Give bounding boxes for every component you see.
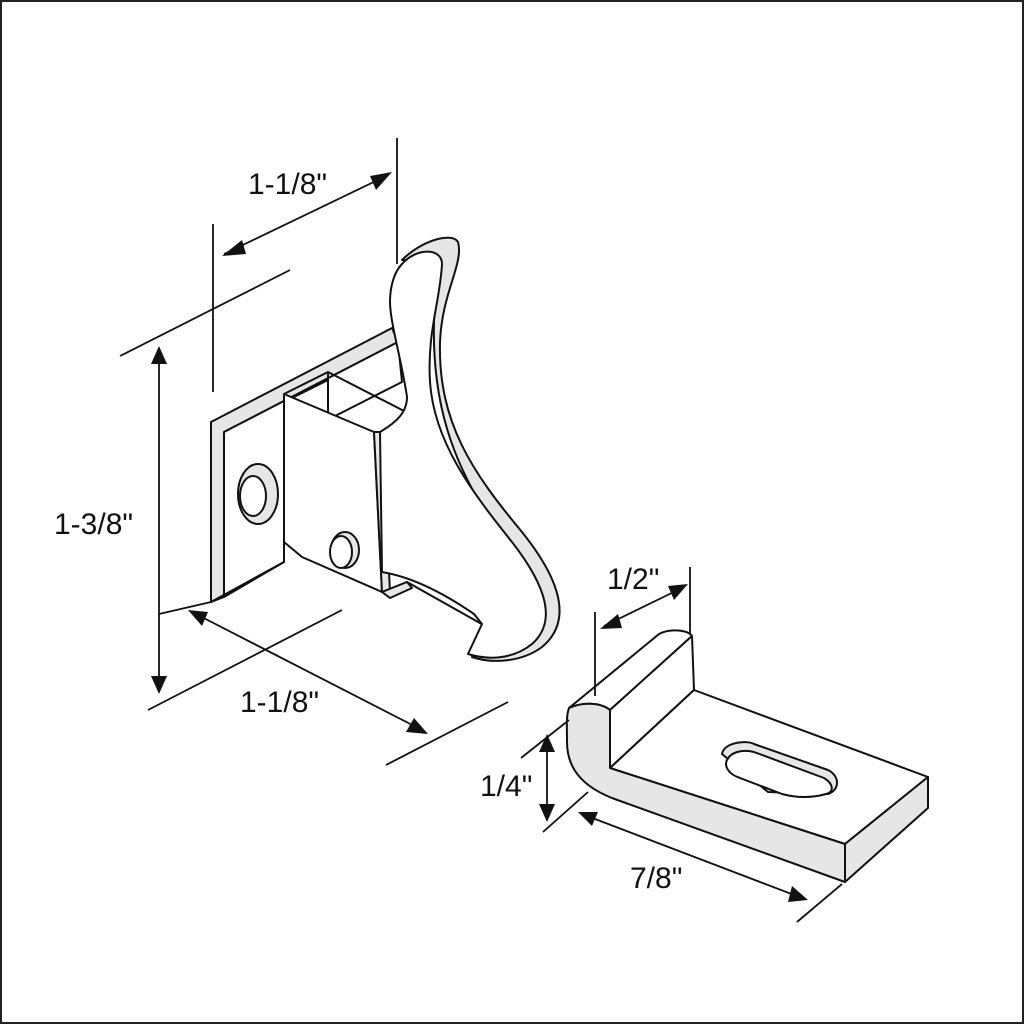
keeper-dimensions bbox=[520, 567, 843, 923]
keeper-flange-height-label: 1/2" bbox=[607, 563, 660, 596]
latch-top-width-label: 1-1/8" bbox=[248, 168, 328, 201]
arrow-head-icon bbox=[151, 346, 167, 364]
keeper-length-label: 7/8" bbox=[630, 862, 683, 895]
arrow-head-icon bbox=[188, 610, 208, 626]
arrow-head-icon bbox=[539, 804, 555, 822]
latch-dimensions bbox=[119, 138, 509, 766]
latch-hook bbox=[379, 250, 547, 659]
latch-height-label: 1-3/8" bbox=[54, 508, 134, 541]
arrow-head-icon bbox=[222, 240, 246, 256]
arrow-head-icon bbox=[600, 614, 622, 629]
arrow-head-icon bbox=[788, 886, 808, 902]
arrow-head-icon bbox=[151, 676, 167, 694]
latch-base-depth-label: 1-1/8" bbox=[240, 686, 320, 719]
keeper-bend-profile bbox=[565, 702, 846, 883]
latch-part bbox=[210, 236, 561, 662]
arrow-head-icon bbox=[406, 718, 428, 734]
keeper-slot bbox=[725, 750, 833, 798]
keeper-thickness-label: 1/4" bbox=[480, 770, 533, 803]
arrow-head-icon bbox=[370, 172, 392, 190]
hole-inner bbox=[239, 475, 267, 517]
keeper-end-face bbox=[844, 776, 929, 883]
arrow-head-icon bbox=[578, 812, 598, 826]
arrow-head-icon bbox=[668, 584, 688, 600]
arrow-head-icon bbox=[539, 734, 555, 752]
keeper-part bbox=[565, 629, 929, 883]
